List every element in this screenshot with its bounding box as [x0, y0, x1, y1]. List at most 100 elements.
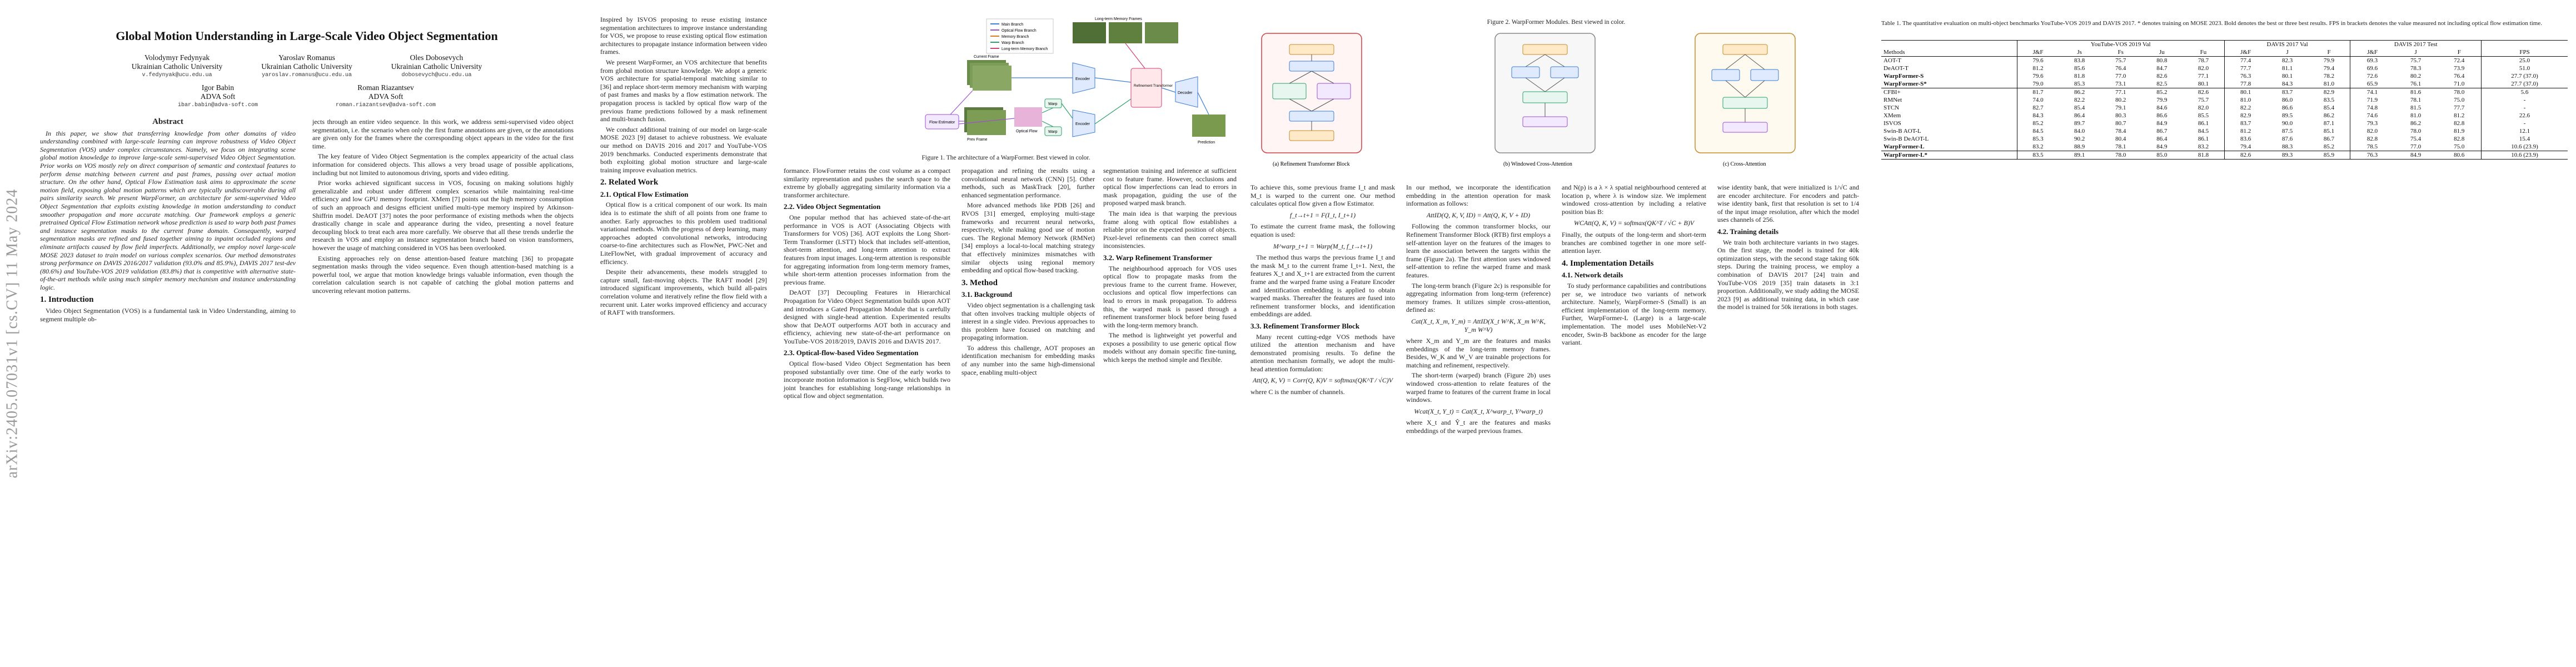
table-cell: 82.9 — [2308, 88, 2350, 96]
author-3: Oles Dobosevych Ukrainian Catholic Unive… — [391, 53, 482, 80]
subsection-heading: 3.1. Background — [961, 290, 1013, 299]
page-1: Global Motion Understanding in Large-Sca… — [29, 0, 585, 667]
memory-branch-arrows — [1125, 43, 1145, 69]
table-cell: 22.6 — [2481, 112, 2568, 120]
table-cell: 78.3 — [2410, 65, 2421, 72]
subcaption-b: (b) Windowed Cross-Attention — [1503, 161, 1572, 167]
subsection-heading: 2.2. Video Object Segmentation — [784, 202, 881, 211]
module-box — [1722, 122, 1768, 133]
author-email[interactable]: v.fedynyak@ucu.edu.ua — [142, 72, 212, 78]
table-cell: 5.6 — [2481, 88, 2568, 96]
table-cell: 80.4 — [2115, 136, 2126, 142]
paragraph: The long-term branch (Figure 2c) is resp… — [1406, 281, 1551, 314]
table-cell-method: WarpFormer-S — [1884, 73, 1924, 79]
paragraph: Video object segmentation is a challengi… — [961, 301, 1095, 342]
subsection-heading: 3.3. Refinement Transformer Block — [1250, 321, 1360, 330]
table-cell: 86.7 — [2323, 136, 2335, 142]
author-email[interactable]: dobosevych@ucu.edu.ua — [401, 72, 472, 78]
table-group-header: DAVIS 2017 Val — [2224, 40, 2350, 48]
table-column-header: Fu — [2182, 48, 2225, 57]
table-cell: 76.3 — [2224, 72, 2267, 80]
table-cell: 86.6 — [2156, 112, 2168, 119]
table-cell: 84.5 — [2198, 128, 2209, 135]
table-cell: 10.6 (23.9) — [2481, 151, 2568, 160]
table-column-header: J — [2266, 48, 2308, 57]
table-cell: 51.0 — [2481, 64, 2568, 72]
author-email[interactable]: yaroslav.romanus@ucu.edu.ua — [261, 72, 352, 78]
legend-label: Long-term Memory Branch — [1001, 47, 1048, 51]
paragraph: We train both architecture variants in t… — [1717, 238, 1859, 311]
table-cell: 84.0 — [2074, 128, 2085, 135]
table-cell: 77.7 — [2454, 104, 2465, 111]
table-column-header: Fs — [2100, 48, 2141, 57]
paragraph: The method thus warps the previous frame… — [1250, 253, 1395, 318]
table-cell: 83.5 — [2016, 151, 2059, 160]
current-frame-images: Current Frame — [967, 55, 1012, 91]
table-cell: 74.1 — [2350, 88, 2394, 96]
table-cell: 81.1 — [2281, 65, 2293, 72]
encoder-block — [1072, 62, 1095, 94]
table-cell: 84.3 — [2281, 81, 2293, 87]
author-1: Volodymyr Fedynyak Ukrainian Catholic Un… — [132, 53, 222, 80]
table-cell: 75.0 — [2454, 97, 2465, 103]
table-cell: 86.6 — [2281, 104, 2293, 111]
paragraph: To achieve this, some previous frame I_t… — [1250, 183, 1395, 208]
table-cell: 71.9 — [2350, 96, 2394, 104]
equation: Wcat(X_t, Y_t) = Cat(X_t, X^warp_t, Y^wa… — [1414, 407, 1543, 415]
refinement-transformer-block-diagram — [1261, 33, 1362, 153]
module-box — [1511, 66, 1540, 78]
table-cell: 80.1 — [2198, 81, 2209, 87]
table-cell: 75.4 — [2410, 136, 2421, 142]
table-cell: 76.4 — [2454, 73, 2465, 79]
module-box — [1522, 44, 1568, 55]
table-cell: 69.3 — [2350, 56, 2394, 64]
table-cell: 77.1 — [2198, 73, 2209, 79]
author-email[interactable]: ibar.babin@adva-soft.com — [177, 102, 258, 108]
label-current-frame: Current Frame — [974, 55, 999, 59]
author-email[interactable]: roman.riazantsev@adva-soft.com — [336, 102, 436, 108]
table-cell: 82.9 — [2224, 112, 2267, 120]
table-column-header: F — [2308, 48, 2350, 57]
table-cell: 81.6 — [2394, 88, 2438, 96]
table-cell: 85.2 — [2141, 88, 2183, 96]
table-cell: 73.9 — [2454, 65, 2465, 72]
paragraph: Following the common transformer blocks,… — [1406, 222, 1551, 279]
paragraph: The method is lightweight yet powerful a… — [1103, 331, 1237, 364]
table-cell: 83.7 — [2224, 120, 2267, 127]
author-name: Yaroslav Romanus — [278, 53, 335, 62]
flow-branch-arrows — [950, 90, 1015, 125]
table-cell: 78.1 — [2115, 143, 2126, 150]
table-group-header: YouTube-VOS 2019 Val — [2016, 40, 2225, 48]
page3-column-3: and N(p) is a λ × λ spatial neighbourhoo… — [1562, 183, 1706, 349]
table-column-header: Ju — [2141, 48, 2183, 57]
paragraph: To study performance capabilities and co… — [1562, 281, 1706, 347]
table-cell: 89.3 — [2266, 151, 2308, 160]
equation: Cat(X_t, X_m, Y_m) = AttID(X_t W^K, X_m … — [1411, 317, 1546, 334]
figure-2-caption: Figure 2. WarpFormer Modules. Best viewe… — [1487, 19, 1626, 26]
table-cell: 77.0 — [2410, 143, 2421, 150]
table-cell: 82.0 — [2350, 127, 2394, 135]
author-row-2: Igor Babin ADVA Soft ibar.babin@adva-sof… — [29, 83, 585, 110]
table-cell: 86.1 — [2198, 120, 2209, 127]
table-cell: 82.2 — [2224, 104, 2267, 112]
table-cell: 85.6 — [2074, 65, 2085, 72]
table-cell: 82.0 — [2198, 104, 2209, 111]
table-cell: - — [2481, 104, 2568, 112]
page3-column-2: In our method, we incorporate the identi… — [1406, 183, 1551, 437]
table-cell: 81.8 — [2074, 73, 2085, 79]
table-cell: 87.1 — [2323, 120, 2335, 127]
table-cell: 85.2 — [2323, 143, 2335, 150]
table-cell: 27.7 (37.0) — [2481, 72, 2568, 80]
table-cell: 85.3 — [2016, 135, 2059, 143]
table-cell: 87.6 — [2281, 136, 2293, 142]
table-cell: 85.4 — [2323, 104, 2335, 111]
arxiv-stamp: arXiv:2405.07031v1 [cs.CV] 11 May 2024 — [1, 28, 23, 639]
table-cell: 79.6 — [2016, 72, 2059, 80]
table-cell: 77.0 — [2115, 73, 2126, 79]
paragraph: propagation and refining the results usi… — [961, 167, 1095, 199]
